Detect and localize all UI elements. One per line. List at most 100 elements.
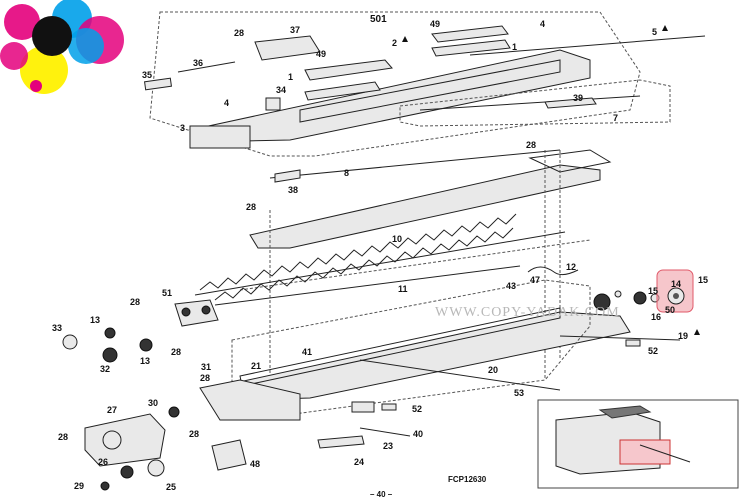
callout-32: 32: [100, 364, 110, 374]
callout-28: 28: [234, 28, 244, 38]
callout-20: 20: [488, 365, 498, 375]
callout-26: 26: [98, 457, 108, 467]
brand-logo: [0, 0, 124, 94]
part-7-rod: [419, 95, 641, 111]
part-30: [168, 406, 180, 418]
callout-21: 21: [251, 361, 261, 371]
part-35: [144, 77, 172, 91]
callout-51: 51: [162, 288, 172, 298]
reference-triangle-icon: [402, 36, 408, 42]
left-gear-cluster: [62, 299, 219, 363]
part-49-plate-a: [304, 59, 393, 81]
callout-29: 29: [74, 481, 84, 491]
callout-12: 12: [566, 262, 576, 272]
part-39: [544, 97, 597, 109]
front-frame: [199, 379, 301, 421]
part-53-rod: [359, 359, 561, 391]
callout-49: 49: [430, 19, 440, 29]
callout-52: 52: [648, 346, 658, 356]
callout-5: 5: [652, 27, 657, 37]
part-19: [559, 335, 681, 341]
watermark: WWW.COPY-YADAK.COM: [435, 305, 620, 320]
part-8-rod: [269, 149, 561, 179]
callout-33: 33: [52, 323, 62, 333]
part-34: [265, 97, 281, 111]
callout-19: 19: [678, 331, 688, 341]
callout-31: 31: [201, 362, 211, 372]
callout-43: 43: [506, 281, 516, 291]
callout-10: 10: [392, 234, 402, 244]
callout-4: 4: [224, 98, 229, 108]
part-38: [274, 169, 301, 183]
part-25-gear: [147, 459, 165, 477]
part-48-bracket: [211, 439, 247, 471]
callout-13: 13: [90, 315, 100, 325]
callout-28: 28: [189, 429, 199, 439]
callout-4: 4: [540, 19, 545, 29]
callout-49: 49: [316, 49, 326, 59]
assembly-501-outline: [149, 11, 641, 157]
callout-8: 8: [344, 168, 349, 178]
part-5-rod: [469, 35, 706, 56]
callout-23: 23: [383, 441, 393, 451]
part-16-gear: [633, 291, 647, 305]
callout-11: 11: [398, 284, 408, 294]
callout-53: 53: [514, 388, 524, 398]
part-26-gear: [120, 465, 134, 479]
part-36-rod: [177, 61, 236, 73]
part-3-block: [189, 125, 251, 149]
part-52-right: [625, 339, 641, 347]
part-7-outline: [399, 79, 671, 127]
callout-37: 37: [290, 25, 300, 35]
part-11-auger: [214, 227, 521, 306]
callout-16: 16: [651, 312, 661, 322]
part-23: [317, 435, 365, 449]
callout-35: 35: [142, 70, 152, 80]
callout-25: 25: [166, 482, 176, 492]
callout-2: 2: [392, 38, 397, 48]
callout-38: 38: [288, 185, 298, 195]
callout-28: 28: [246, 202, 256, 212]
callout-15: 15: [648, 286, 658, 296]
callout-15: 15: [698, 275, 708, 285]
part-27-gearbox: [84, 413, 166, 467]
callout-50: 50: [665, 305, 675, 315]
callout-1: 1: [512, 42, 517, 52]
callout-13: 13: [140, 356, 150, 366]
lower-frame-outline: [231, 279, 591, 421]
part-15-pin: [614, 290, 622, 298]
callout-30: 30: [148, 398, 158, 408]
part-52-small: [351, 401, 375, 413]
callout-1: 1: [288, 72, 293, 82]
reference-triangle-icon: [662, 25, 668, 31]
callout-52: 52: [412, 404, 422, 414]
assembly-501-label: 501: [370, 14, 387, 25]
callout-28: 28: [171, 347, 181, 357]
callout-39: 39: [573, 93, 583, 103]
callout-36: 36: [193, 58, 203, 68]
page-number: – 40 –: [370, 490, 393, 499]
callout-47: 47: [530, 275, 540, 285]
callout-28: 28: [130, 297, 140, 307]
callout-7: 7: [613, 113, 618, 123]
callout-28: 28: [526, 140, 536, 150]
callout-27: 27: [107, 405, 117, 415]
part-12: [527, 266, 579, 276]
callout-24: 24: [354, 457, 364, 467]
connector-dashed-rect-top: [239, 239, 591, 291]
part-52-small-b: [381, 403, 397, 411]
part-1-plate-b: [431, 39, 511, 57]
copier-thumbnail: [537, 399, 739, 489]
part-1-plate-a: [304, 81, 381, 101]
part-49-plate-b: [431, 25, 509, 43]
part-29: [100, 481, 110, 491]
callout-40: 40: [413, 429, 423, 439]
part-40-rod: [359, 427, 411, 437]
callout-28: 28: [200, 373, 210, 383]
callout-48: 48: [250, 459, 260, 469]
bottom-frame-part-20: [229, 311, 631, 401]
callout-14: 14: [671, 279, 681, 289]
callout-28: 28: [58, 432, 68, 442]
figure-code: FCP12630: [448, 475, 487, 484]
